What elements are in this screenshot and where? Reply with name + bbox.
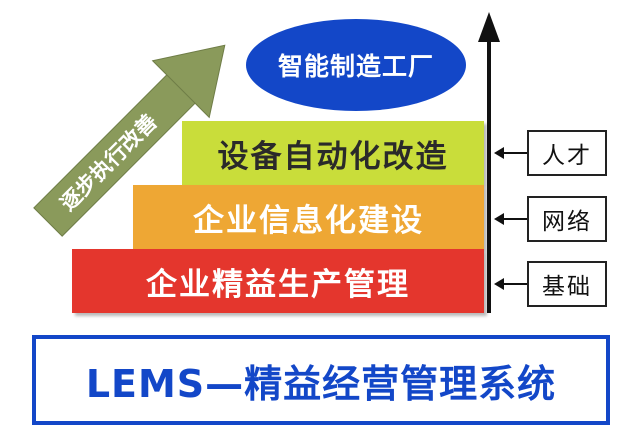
side-arrow-1 (494, 147, 527, 159)
goal-oval: 智能制造工厂 (246, 19, 466, 111)
side-arrow-3 (494, 278, 527, 290)
lems-banner: LEMS—精益经营管理系统 (32, 335, 610, 425)
goal-oval-label: 智能制造工厂 (277, 52, 434, 81)
side-box-label: 人才 (542, 143, 592, 169)
step-label: 企业精益生产管理 (146, 266, 410, 303)
side-box-label: 网络 (542, 209, 592, 235)
side-box-foundation: 基础 (527, 261, 607, 307)
side-arrow-2 (494, 213, 527, 225)
banner-label: LEMS—精益经营管理系统 (85, 361, 557, 406)
side-box-network: 网络 (527, 196, 607, 242)
axis-arrowhead-icon (478, 12, 500, 42)
step-label: 企业信息化建设 (193, 202, 424, 239)
step-equipment-automation: 设备自动化改造 (182, 121, 484, 185)
side-box-talent: 人才 (527, 130, 607, 176)
side-box-label: 基础 (542, 274, 592, 300)
step-lean-production: 企业精益生产管理 (72, 249, 484, 313)
step-information-construction: 企业信息化建设 (133, 185, 484, 249)
step-label: 设备自动化改造 (217, 138, 449, 175)
